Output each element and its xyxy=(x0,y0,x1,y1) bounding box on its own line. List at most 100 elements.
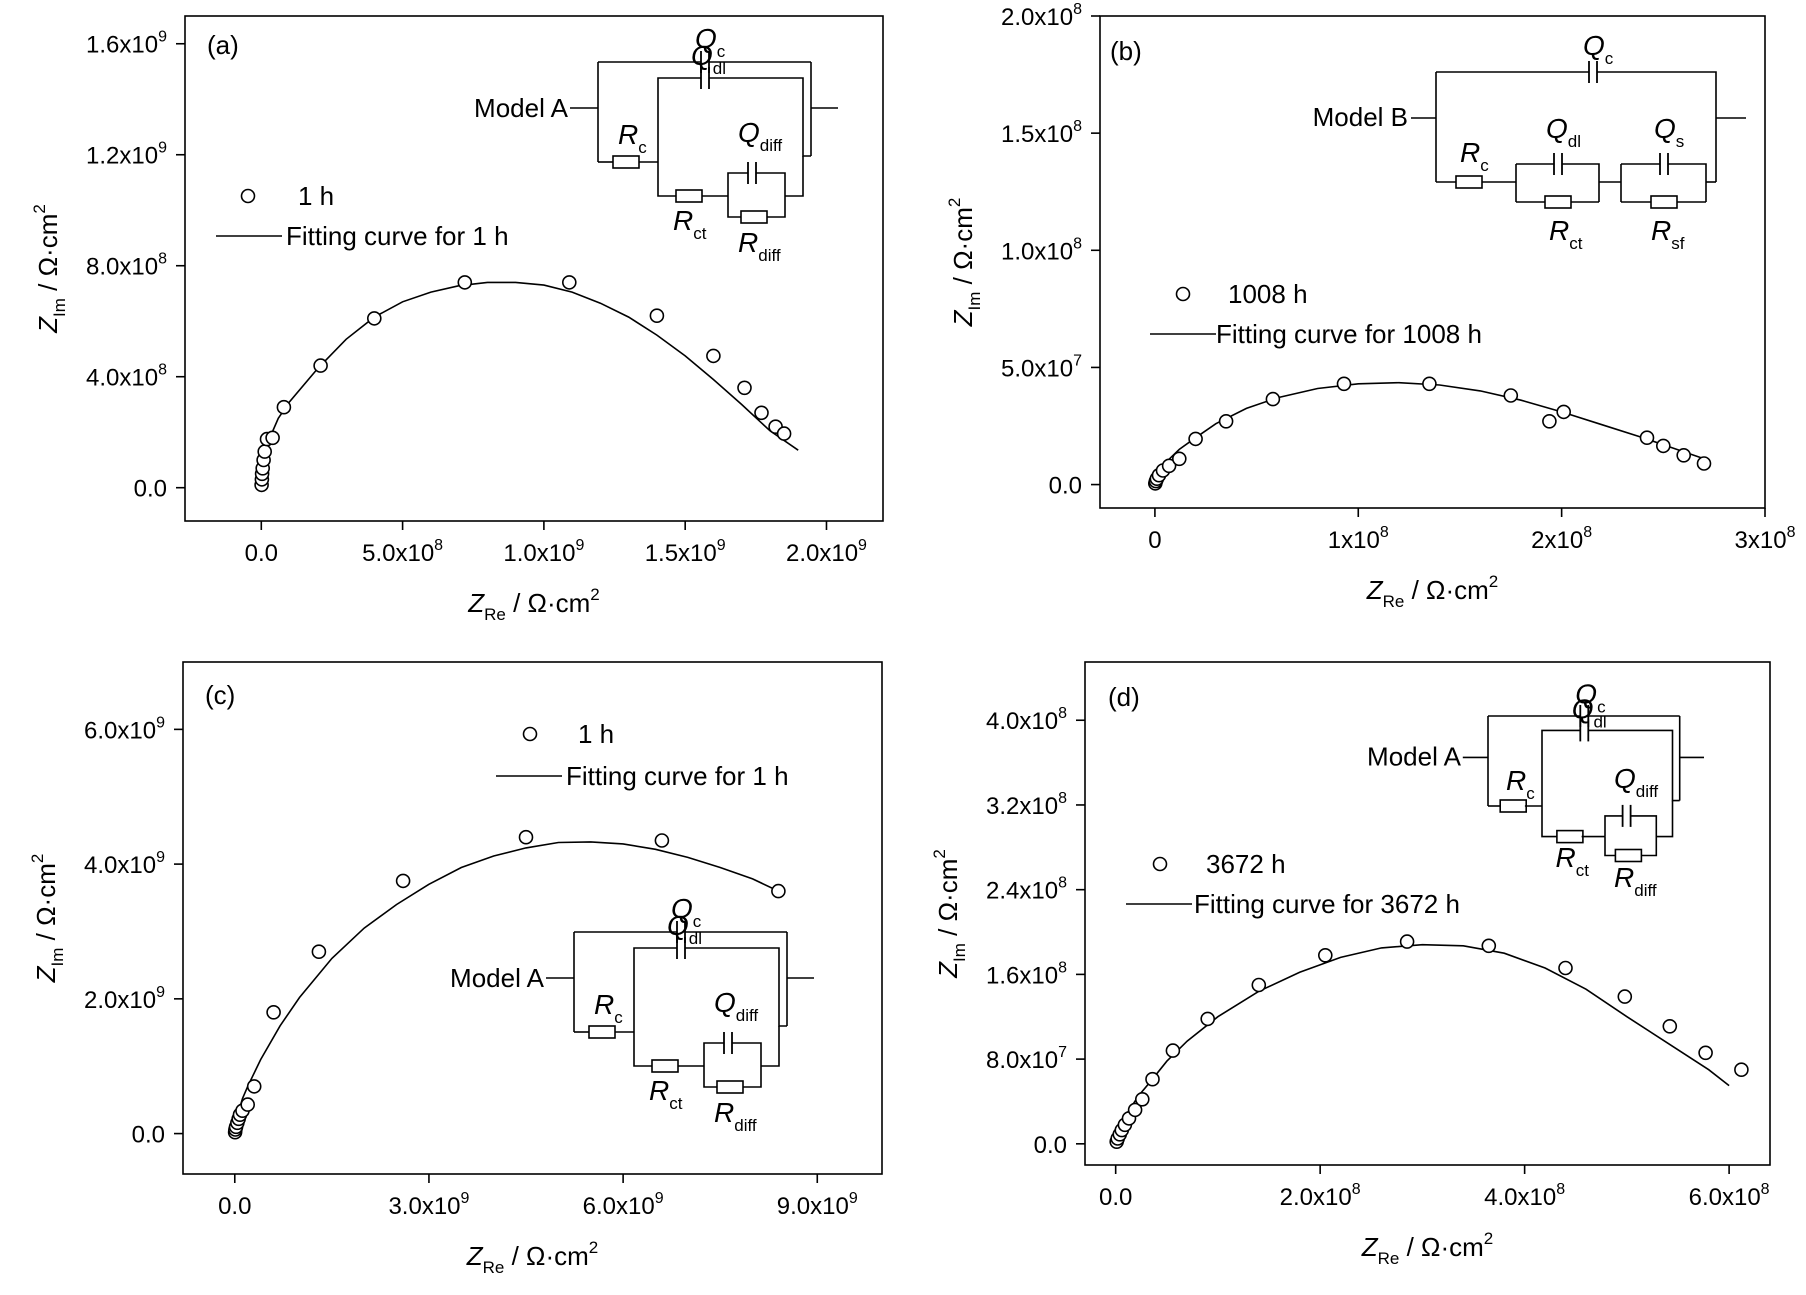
resistor-rc xyxy=(1499,799,1527,813)
circuit-label-qdl: Qdl xyxy=(667,910,702,948)
x-tick-label: 1.5x109 xyxy=(645,537,726,567)
data-point xyxy=(1556,404,1571,420)
y-tick-label: 1.6x109 xyxy=(86,29,167,59)
data-point xyxy=(246,1079,262,1094)
circuit-label-rc: Rc xyxy=(618,119,647,157)
circuit-label-rct: Rct xyxy=(1549,215,1583,253)
plot-frame xyxy=(184,15,884,522)
data-point xyxy=(366,311,382,326)
data-point xyxy=(654,833,670,848)
x-tick-label: 2.0x109 xyxy=(786,537,867,567)
circuit-wire xyxy=(657,162,676,197)
resistor-rct xyxy=(1556,829,1584,844)
circuit-wire xyxy=(633,1032,652,1067)
y-tick-label: 6.0x109 xyxy=(84,714,165,744)
resistor-rc xyxy=(588,1025,616,1039)
y-tick-label: 0.0 xyxy=(1049,473,1082,500)
y-tick-label: 8.0x108 xyxy=(86,251,167,281)
circuit-wire xyxy=(703,1042,724,1066)
x-tick-label: 1x108 xyxy=(1328,524,1389,554)
data-point xyxy=(1188,431,1203,447)
legend-marker xyxy=(1175,286,1191,302)
x-tick-label: 1.0x109 xyxy=(503,537,584,567)
y-tick-label: 5.0x107 xyxy=(1001,352,1082,382)
data-point xyxy=(561,275,577,290)
plot-frame xyxy=(1099,15,1766,509)
x-tick-label: 3.0x109 xyxy=(388,1190,469,1220)
circuit-model-label: Model A xyxy=(1367,742,1462,772)
fit-curve-series-1 xyxy=(234,841,779,1134)
legend-marker-label: 1008 h xyxy=(1228,279,1308,309)
legend-line-label: Fitting curve for 1008 h xyxy=(1216,319,1482,349)
circuit-wire xyxy=(1668,163,1707,202)
panel-label: (a) xyxy=(207,30,239,60)
y-axis-label: ZIm / Ω·cm2 xyxy=(930,849,969,979)
y-tick-label: 1.6x108 xyxy=(986,959,1067,989)
data-point xyxy=(1200,1011,1215,1027)
data-point xyxy=(1617,989,1633,1004)
y-axis-label: ZIm / Ω·cm2 xyxy=(28,854,67,984)
circuit-label-qc: Qc xyxy=(1575,678,1606,716)
circuit-label-qdl: Qdl xyxy=(1572,694,1607,732)
x-tick-label: 5.0x108 xyxy=(362,537,443,567)
panel-label: (c) xyxy=(205,680,235,710)
x-tick-label: 4.0x108 xyxy=(1484,1181,1565,1211)
x-tick-label: 0 xyxy=(1148,527,1161,554)
data-point xyxy=(1165,1043,1181,1058)
circuit-wire xyxy=(685,947,787,1027)
circuit-label-qdl: Qdl xyxy=(1546,113,1581,151)
fit-curve-series-1 xyxy=(260,281,799,488)
data-point xyxy=(1399,934,1415,949)
circuit-wire xyxy=(1656,800,1674,838)
y-tick-label: 1.5x108 xyxy=(1001,118,1082,148)
circuit-wire xyxy=(727,172,748,196)
circuit-wire xyxy=(785,156,804,197)
plot-frame xyxy=(1084,661,1771,1166)
x-tick-label: 3x108 xyxy=(1735,524,1796,554)
circuit-wire xyxy=(761,1026,780,1067)
circuit-wire xyxy=(1604,836,1617,857)
y-tick-label: 0.0 xyxy=(134,476,167,503)
resistor-rct xyxy=(1544,195,1572,209)
panel-label: (b) xyxy=(1110,36,1142,66)
circuit-label-qc: Qc xyxy=(671,893,702,931)
data-point xyxy=(1558,960,1573,976)
x-tick-label: 0.0 xyxy=(218,1193,251,1220)
data-point xyxy=(1135,1092,1150,1107)
data-point xyxy=(1698,1045,1713,1061)
circuit-wire xyxy=(1630,815,1658,857)
resistor-rc xyxy=(612,155,640,169)
y-axis-label: ZIm / Ω·cm2 xyxy=(945,198,984,328)
x-tick-label: 6.0x108 xyxy=(1689,1181,1770,1211)
data-point xyxy=(1676,447,1691,463)
data-point xyxy=(1481,938,1497,954)
circuit-label-rdiff: Rdiff xyxy=(738,227,781,265)
legend-marker-label: 3672 h xyxy=(1206,849,1286,879)
x-tick-label: 0.0 xyxy=(1099,1184,1132,1211)
data-point xyxy=(1696,456,1712,471)
data-point xyxy=(1662,1019,1678,1034)
circuit-wire xyxy=(756,172,786,218)
y-tick-label: 0.0 xyxy=(132,1122,165,1149)
y-tick-label: 1.0x108 xyxy=(1001,235,1082,265)
resistor-rdiff xyxy=(1614,848,1643,863)
circuit-label-rsf: Rsf xyxy=(1651,215,1685,253)
circuit-label-rct: Rct xyxy=(1556,842,1590,880)
circuit-label-rct: Rct xyxy=(649,1075,683,1113)
y-tick-label: 8.0x107 xyxy=(986,1044,1067,1074)
circuit-label-rct: Rct xyxy=(673,205,707,243)
data-point xyxy=(265,430,280,446)
data-point xyxy=(313,358,328,373)
legend-marker xyxy=(240,188,256,204)
legend-marker xyxy=(522,726,538,742)
circuit-label-qdiff: Qdiff xyxy=(714,987,758,1025)
data-point xyxy=(1265,391,1281,407)
legend-line-label: Fitting curve for 1 h xyxy=(286,221,509,251)
circuit-model-label: Model B xyxy=(1313,102,1408,132)
data-point xyxy=(1734,1062,1749,1077)
